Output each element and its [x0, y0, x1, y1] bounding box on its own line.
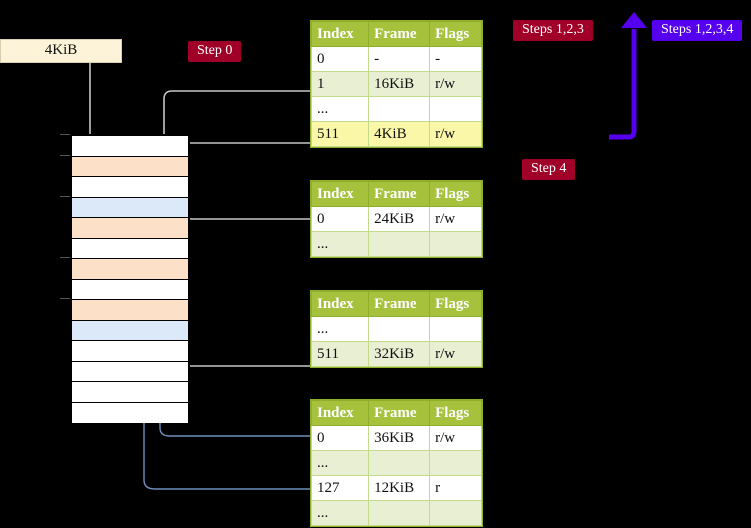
cell-flags: r/w — [429, 425, 482, 451]
cell-flags — [429, 316, 482, 342]
badge-steps-1234: Steps 1,2,3,4 — [652, 20, 743, 41]
cell-flags: r — [429, 475, 482, 501]
badge-step-0: Step 0 — [188, 41, 242, 62]
column-header-index: Index — [310, 21, 370, 47]
table-row: ... — [310, 450, 482, 476]
cell-flags: - — [429, 46, 482, 72]
badge-steps-123: Steps 1,2,3 — [513, 20, 593, 41]
cell-flags — [429, 450, 482, 476]
cell-index: 511 — [310, 341, 370, 367]
frame-size-box: 4KiB — [0, 39, 122, 63]
cell-frame: - — [368, 46, 431, 72]
memory-frame-row — [72, 218, 188, 239]
memory-grid-tick — [60, 155, 70, 156]
cell-index: ... — [310, 96, 370, 122]
cell-flags — [429, 500, 482, 526]
cell-index: 127 — [310, 475, 370, 501]
memory-frame-row — [72, 136, 188, 157]
memory-frame-row — [72, 341, 188, 362]
physical-memory-grid — [70, 134, 190, 423]
column-header-flags: Flags — [429, 400, 482, 426]
cell-frame: 32KiB — [368, 341, 431, 367]
cell-frame: 12KiB — [368, 475, 431, 501]
cell-frame: 36KiB — [368, 425, 431, 451]
memory-grid-tick — [60, 196, 70, 197]
column-header-flags: Flags — [429, 291, 482, 317]
memory-frame-row — [72, 361, 188, 382]
cell-index: 511 — [310, 121, 370, 147]
memory-frame-row — [72, 238, 188, 259]
table-row: 0-- — [310, 46, 482, 72]
cell-flags: r/w — [429, 71, 482, 97]
cell-frame: 16KiB — [368, 71, 431, 97]
cell-frame — [368, 96, 431, 122]
table-row: ... — [310, 231, 482, 257]
memory-frame-row — [72, 402, 188, 423]
cell-flags — [429, 96, 482, 122]
column-header-index: Index — [310, 181, 370, 207]
column-header-flags: Flags — [429, 181, 482, 207]
column-header-index: Index — [310, 400, 370, 426]
memory-frame-row — [72, 259, 188, 280]
column-header-frame: Frame — [368, 181, 431, 207]
cell-frame — [368, 231, 431, 257]
column-header-flags: Flags — [429, 21, 482, 47]
cell-frame — [368, 316, 431, 342]
cell-frame: 4KiB — [368, 121, 431, 147]
memory-frame-row — [72, 300, 188, 321]
memory-frame-row — [72, 177, 188, 198]
column-header-frame: Frame — [368, 21, 431, 47]
memory-frame-row — [72, 320, 188, 341]
column-header-frame: Frame — [368, 291, 431, 317]
memory-grid-tick — [60, 134, 70, 135]
memory-frame-row — [72, 197, 188, 218]
memory-grid-tick — [60, 298, 70, 299]
column-header-index: Index — [310, 291, 370, 317]
cell-frame — [368, 500, 431, 526]
table-row: ... — [310, 316, 482, 342]
badge-step-4: Step 4 — [522, 159, 576, 180]
cell-index: 0 — [310, 46, 370, 72]
cell-index: 0 — [310, 425, 370, 451]
cell-index: ... — [310, 231, 370, 257]
cell-flags: r/w — [429, 341, 482, 367]
cell-index: 1 — [310, 71, 370, 97]
table-row: ... — [310, 500, 482, 526]
cell-flags — [429, 231, 482, 257]
column-header-frame: Frame — [368, 400, 431, 426]
cell-index: 0 — [310, 206, 370, 232]
cell-index: ... — [310, 450, 370, 476]
cell-frame — [368, 450, 431, 476]
memory-grid-tick — [60, 257, 70, 258]
cell-index: ... — [310, 316, 370, 342]
table-row: ... — [310, 96, 482, 122]
cell-flags: r/w — [429, 206, 482, 232]
memory-frame-row — [72, 156, 188, 177]
memory-frame-row — [72, 279, 188, 300]
cell-flags: r/w — [429, 121, 482, 147]
cell-frame: 24KiB — [368, 206, 431, 232]
memory-frame-row — [72, 382, 188, 403]
cell-index: ... — [310, 500, 370, 526]
